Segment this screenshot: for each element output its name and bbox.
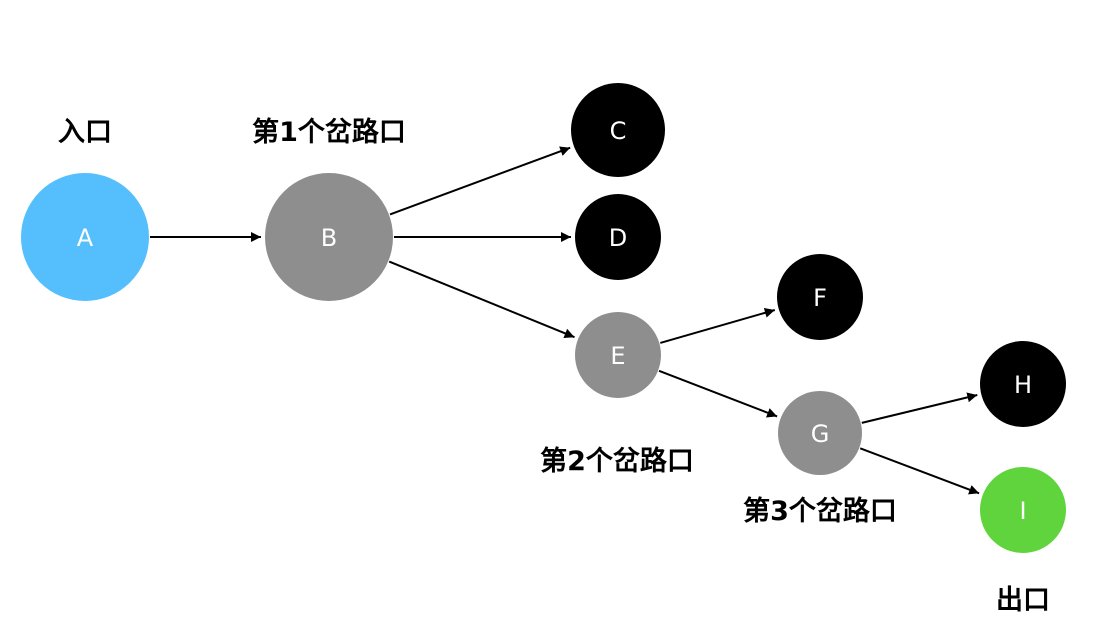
node-d-circle — [575, 194, 661, 280]
node-b: B — [265, 173, 393, 301]
node-a: A — [21, 173, 149, 301]
node-f: F — [777, 254, 863, 340]
node-g-circle — [778, 391, 862, 475]
node-h: H — [980, 341, 1066, 427]
edge-e-f — [660, 307, 776, 344]
exit-caption: 出口 — [996, 585, 1050, 616]
node-f-label: F — [813, 284, 827, 312]
edge-e-g — [658, 369, 778, 418]
node-i-label: I — [1019, 497, 1026, 525]
node-e: E — [575, 312, 661, 398]
node-h-circle — [980, 341, 1066, 427]
node-c: C — [571, 83, 665, 177]
node-g-label: G — [811, 420, 830, 448]
node-g: G — [778, 391, 862, 475]
entrance-caption: 入口 — [58, 117, 112, 148]
captions: 入口 第1个岔路口 第2个岔路口 第3个岔路口 出口 — [58, 116, 1050, 616]
nodes: A B C D E F G H I — [21, 83, 1066, 553]
node-d: D — [575, 194, 661, 280]
edge-g-i — [859, 447, 980, 495]
node-h-label: H — [1014, 371, 1032, 399]
node-c-circle — [571, 83, 665, 177]
node-c-label: C — [610, 117, 627, 145]
edges — [150, 146, 980, 495]
node-i-circle — [980, 467, 1066, 553]
edge-b-e — [388, 260, 575, 339]
node-b-label: B — [321, 224, 337, 252]
edge-b-c — [389, 146, 571, 216]
node-e-circle — [575, 312, 661, 398]
fork-1-caption: 第1个岔路口 — [252, 116, 406, 148]
fork-2-caption: 第2个岔路口 — [540, 445, 694, 477]
fork-3-caption: 第3个岔路口 — [743, 495, 897, 527]
node-b-circle — [265, 173, 393, 301]
node-e-label: E — [610, 342, 625, 370]
node-i: I — [980, 467, 1066, 553]
node-a-circle — [21, 173, 149, 301]
edge-g-h — [861, 392, 978, 424]
node-d-label: D — [609, 224, 627, 252]
node-a-label: A — [77, 224, 94, 252]
node-f-circle — [777, 254, 863, 340]
